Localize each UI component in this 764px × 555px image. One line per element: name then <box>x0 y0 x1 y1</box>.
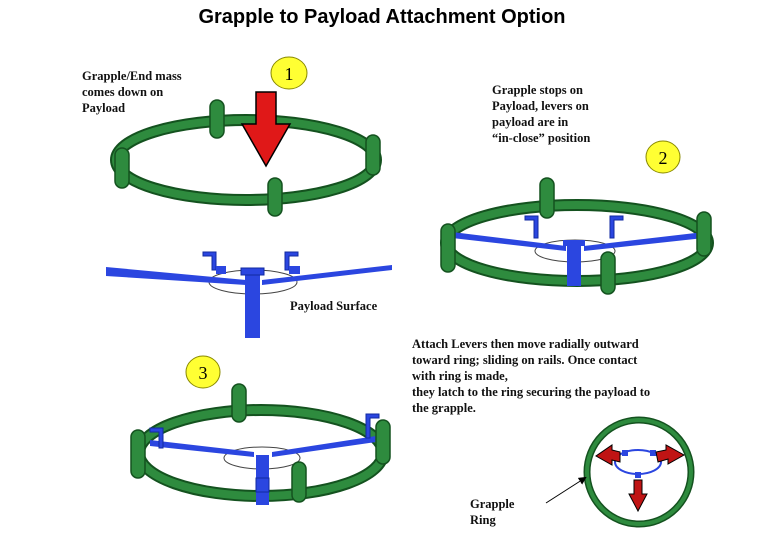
grapple-ring-label: Grapple Ring <box>470 497 515 527</box>
outward-arrow-right-icon <box>655 444 686 465</box>
outward-arrow-down-icon <box>628 479 648 513</box>
step-3-badge: 3 <box>185 355 221 389</box>
payload-surface-label: Payload Surface <box>290 299 378 313</box>
step-3-caption: Attach Levers then move radially outward… <box>412 337 651 415</box>
payload-assembly <box>106 251 392 338</box>
step-2-caption: Grapple stops on Payload, levers on payl… <box>492 83 591 145</box>
outward-arrow-left-icon <box>595 444 621 466</box>
page-title: Grapple to Payload Attachment Option <box>198 6 566 28</box>
top-view-grapple-ring <box>583 416 695 528</box>
down-arrow-icon <box>240 91 292 168</box>
svg-text:2: 2 <box>659 148 668 168</box>
step-1-badge: 1 <box>270 56 308 90</box>
svg-text:1: 1 <box>285 64 294 84</box>
grapple-ring-step-2 <box>440 177 714 295</box>
svg-text:3: 3 <box>199 363 208 383</box>
step-2-badge: 2 <box>645 140 681 174</box>
grapple-ring-step-1 <box>110 99 382 217</box>
grapple-ring-pointer <box>545 476 587 504</box>
grapple-ring-step-3 <box>130 383 391 505</box>
step-1-caption: Grapple/End mass comes down on Payload <box>82 69 182 115</box>
